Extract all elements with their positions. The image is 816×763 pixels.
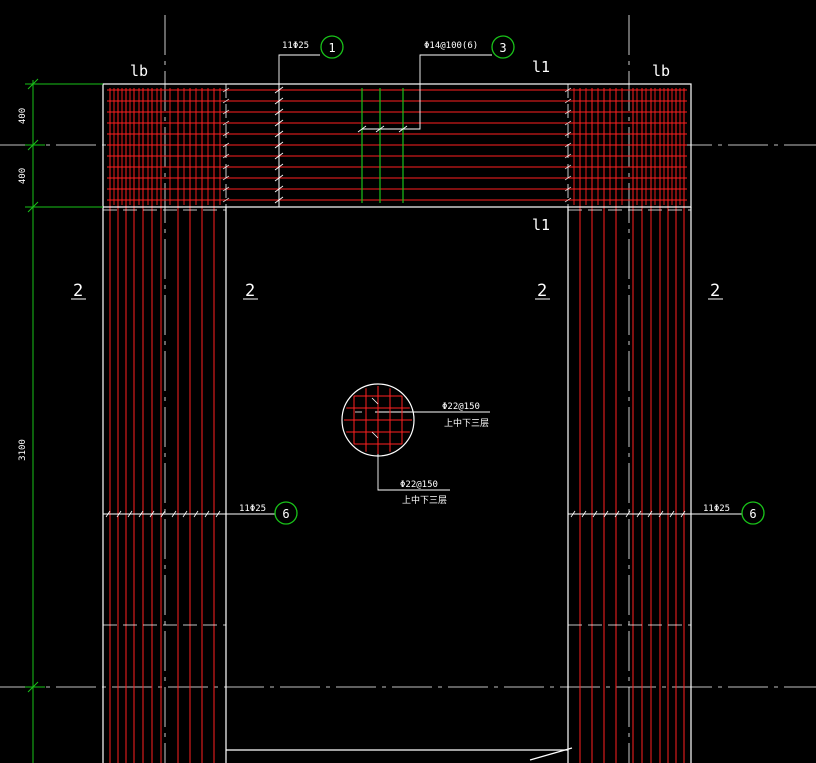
callout-circle-6-right[interactable] [741,501,765,525]
section-labels: 2 2 2 2 [71,281,723,301]
leader-callout-3 [362,54,492,130]
callout-circle-6-left[interactable] [274,501,298,525]
dimension-3100: 3100 [18,439,28,461]
stirrups [361,88,404,203]
tick-boundary-right-5 [564,142,572,148]
dimension-tick-3 [27,201,39,213]
structure-outline [102,83,692,763]
detail-text-2: Φ22@150 [400,480,438,490]
tick-boundary-left-2 [222,109,230,115]
leader-callout-1 [278,54,320,84]
callout-3-number: 3 [499,41,506,55]
tick-boundary-left-8 [222,175,230,181]
detail-sub-1: 上中下三层 [444,417,489,429]
tick-boundary-left-6 [222,153,230,159]
tick-boundary-right-0 [564,87,572,93]
tick-boundary-right-10 [564,197,572,203]
dimension-tick-4 [27,681,39,693]
tick-boundary-right-7 [564,164,572,170]
bottom-diagonal [529,747,573,761]
detail-sub-2: 上中下三层 [402,494,447,506]
tick-boundary-right-8 [564,175,572,181]
mesh-tick-3 [371,431,379,439]
dashed-boundaries [103,84,691,626]
rebar-group [107,88,687,763]
callout-6-right-text: 11Φ25 [703,504,730,514]
callout-1-text: 11Φ25 [282,41,309,51]
tick-boundary-right-2 [564,109,572,115]
callout-3-text: Φ14@100(6) [424,41,478,51]
tick-boundary-left-10 [222,197,230,203]
callout-1-number: 1 [328,41,335,55]
detail-text-1: Φ22@150 [442,402,480,412]
tick-boundary-left-9 [222,186,230,192]
tick-boundary-right-6 [564,153,572,159]
tick-boundary-right-9 [564,186,572,192]
label-lb-left: lb [130,62,148,80]
leader-lines [226,54,742,515]
section-label-2c[interactable]: 2 [537,281,547,301]
beam-outline [102,83,692,208]
callout-6-left-text: 11Φ25 [239,504,266,514]
section-label-2b[interactable]: 2 [245,281,255,301]
label-lb-right: lb [652,62,670,80]
tick-boundary-right-3 [564,120,572,126]
dimension-lines [25,78,103,763]
mesh-detail-grid [344,386,412,454]
callout-circle-1[interactable] [320,35,344,59]
tick-boundary-left-1 [222,98,230,104]
tick-boundary-left-4 [222,131,230,137]
tick-boundary-left-5 [222,142,230,148]
leader-detail-2 [377,440,450,491]
label-l1-bottom: l1 [532,216,550,234]
tick-boundary-left-0 [222,87,230,93]
tick-boundary-right-1 [564,98,572,104]
callout-circle-3[interactable] [491,35,515,59]
dimension-tick-1 [27,78,39,90]
callout-circles [274,35,765,525]
mesh-detail [341,383,415,457]
section-label-2a[interactable]: 2 [73,281,83,301]
dimension-400-top: 400 [18,108,28,124]
dimension-400-bottom: 400 [18,168,28,184]
tick-boundary-left-3 [222,120,230,126]
label-l1-top: l1 [532,58,550,76]
dimension-tick-2 [27,139,39,151]
callout-6-left-number: 6 [282,507,289,521]
tick-boundary-left-7 [222,164,230,170]
mesh-tick-2 [371,397,379,405]
section-label-2d[interactable]: 2 [710,281,720,301]
tick-boundary-right-4 [564,131,572,137]
callout-6-right-number: 6 [749,507,756,521]
mesh-detail-circle [341,383,415,457]
